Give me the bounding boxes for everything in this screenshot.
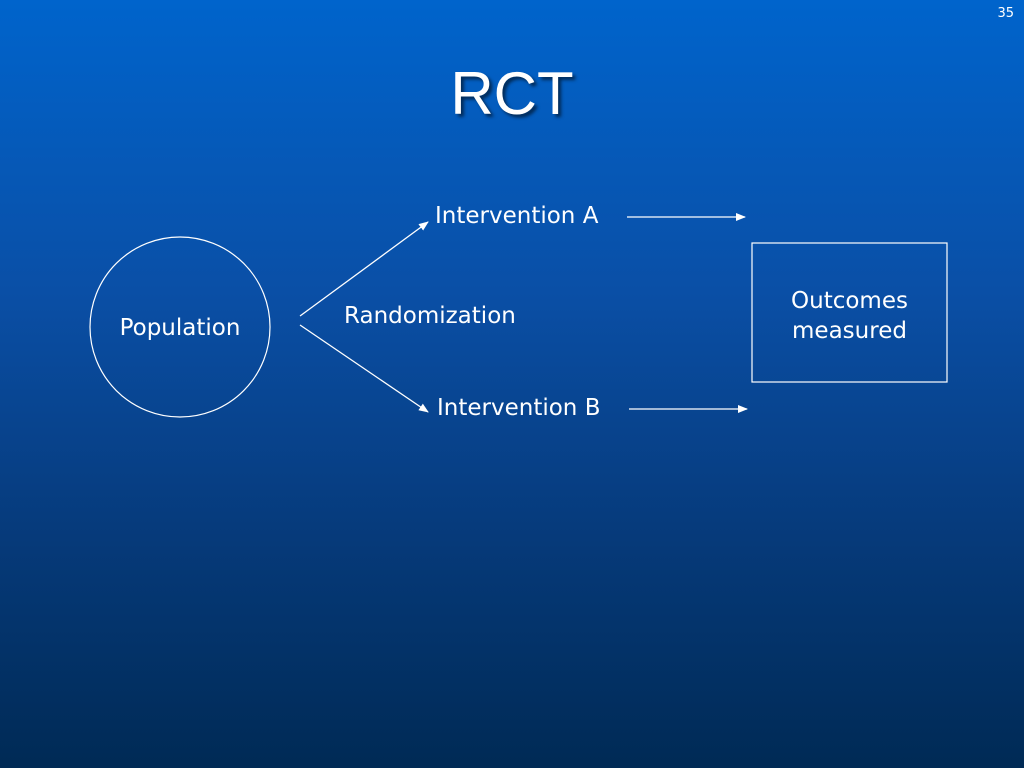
slide-title: RCT: [450, 60, 574, 127]
outcomes-box: [751, 242, 948, 383]
slide-number: 35: [997, 6, 1014, 21]
arrow-population-to-intervention-b: [299, 324, 429, 413]
randomization-label: Randomization: [344, 303, 516, 329]
outcomes-label: Outcomes measured: [791, 288, 908, 344]
population-label: Population: [119, 315, 241, 341]
intervention-b-label: Intervention B: [437, 395, 601, 421]
arrow-population-to-intervention-a: [299, 221, 429, 317]
population-circle: [89, 236, 271, 418]
intervention-a-label: Intervention A: [435, 203, 599, 229]
